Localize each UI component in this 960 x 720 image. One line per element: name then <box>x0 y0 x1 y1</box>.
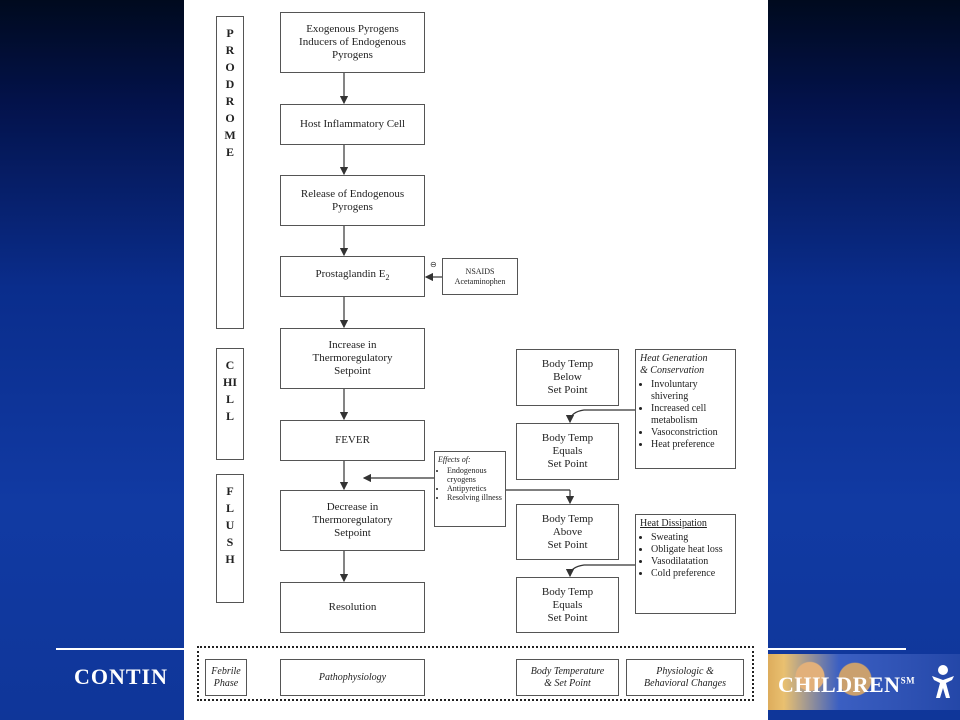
box-nsaids: NSAIDS Acetaminophen <box>442 258 518 295</box>
box-temp-equals-2: Body Temp Equals Set Point <box>516 577 619 633</box>
heat-diss-item: Cold preference <box>651 568 731 580</box>
box-fever: FEVER <box>280 420 425 461</box>
heat-diss-item: Sweating <box>651 532 731 544</box>
legend-body-temperature: Body Temperature & Set Point <box>516 659 619 696</box>
heat-diss-item: Vasodilatation <box>651 556 731 568</box>
legend-febrile-phase: Febrile Phase <box>205 659 247 696</box>
footer-text: CONTIN <box>74 664 169 689</box>
flow-arrows <box>339 73 635 583</box>
heat-gen-item: Heat preference <box>651 439 731 451</box>
effects-item: Antipyretics <box>447 484 502 493</box>
box-temp-above: Body Temp Above Set Point <box>516 504 619 560</box>
inhibit-symbol: ⊖ <box>430 260 437 269</box>
box-release-endogenous: Release of Endogenous Pyrogens <box>280 175 425 226</box>
box-heat-dissipation: Heat Dissipation Sweating Obligate heat … <box>635 514 736 614</box>
box-decrease-setpoint: Decrease in Thermoregulatory Setpoint <box>280 490 425 551</box>
phase-chill: CHILL <box>216 348 244 460</box>
logo-service-mark: SM <box>900 675 916 686</box>
box-effects-of: Effects of: Endogenous cryogens Antipyre… <box>434 451 506 527</box>
box-host-inflammatory-cell: Host Inflammatory Cell <box>280 104 425 145</box>
box-exogenous-pyrogens: Exogenous Pyrogens Inducers of Endogenou… <box>280 12 425 73</box>
effects-item: Endogenous cryogens <box>447 466 502 484</box>
heat-diss-item: Obligate heat loss <box>651 544 731 556</box>
box-prostaglandin: Prostaglandin E2 <box>280 256 425 297</box>
box-temp-below: Body Temp Below Set Point <box>516 349 619 406</box>
logo-text: CHILDREN <box>778 672 901 697</box>
phase-prodrome: PRODROME <box>216 16 244 329</box>
person-icon <box>932 665 954 698</box>
box-increase-setpoint: Increase in Thermoregulatory Setpoint <box>280 328 425 389</box>
phase-flush: FLUSH <box>216 474 244 603</box>
logo-photo <box>780 654 880 710</box>
legend-frame <box>197 646 754 701</box>
heat-gen-item: Vasoconstriction <box>651 427 731 439</box>
box-resolution: Resolution <box>280 582 425 633</box>
heat-gen-item: Involuntary shivering <box>651 379 731 403</box>
effects-item: Resolving illness <box>447 493 502 502</box>
legend-pathophysiology: Pathophysiology <box>280 659 425 696</box>
box-heat-generation: Heat Generation & Conservation Involunta… <box>635 349 736 469</box>
childrens-logo: CHILDRENSM <box>740 654 960 710</box>
legend-physiologic-changes: Physiologic & Behavioral Changes <box>626 659 744 696</box>
flowchart-page: PRODROME CHILL FLUSH Exogenous Pyrogens … <box>184 0 768 720</box>
heat-gen-item: Increased cell metabolism <box>651 403 731 427</box>
box-temp-equals-1: Body Temp Equals Set Point <box>516 423 619 480</box>
